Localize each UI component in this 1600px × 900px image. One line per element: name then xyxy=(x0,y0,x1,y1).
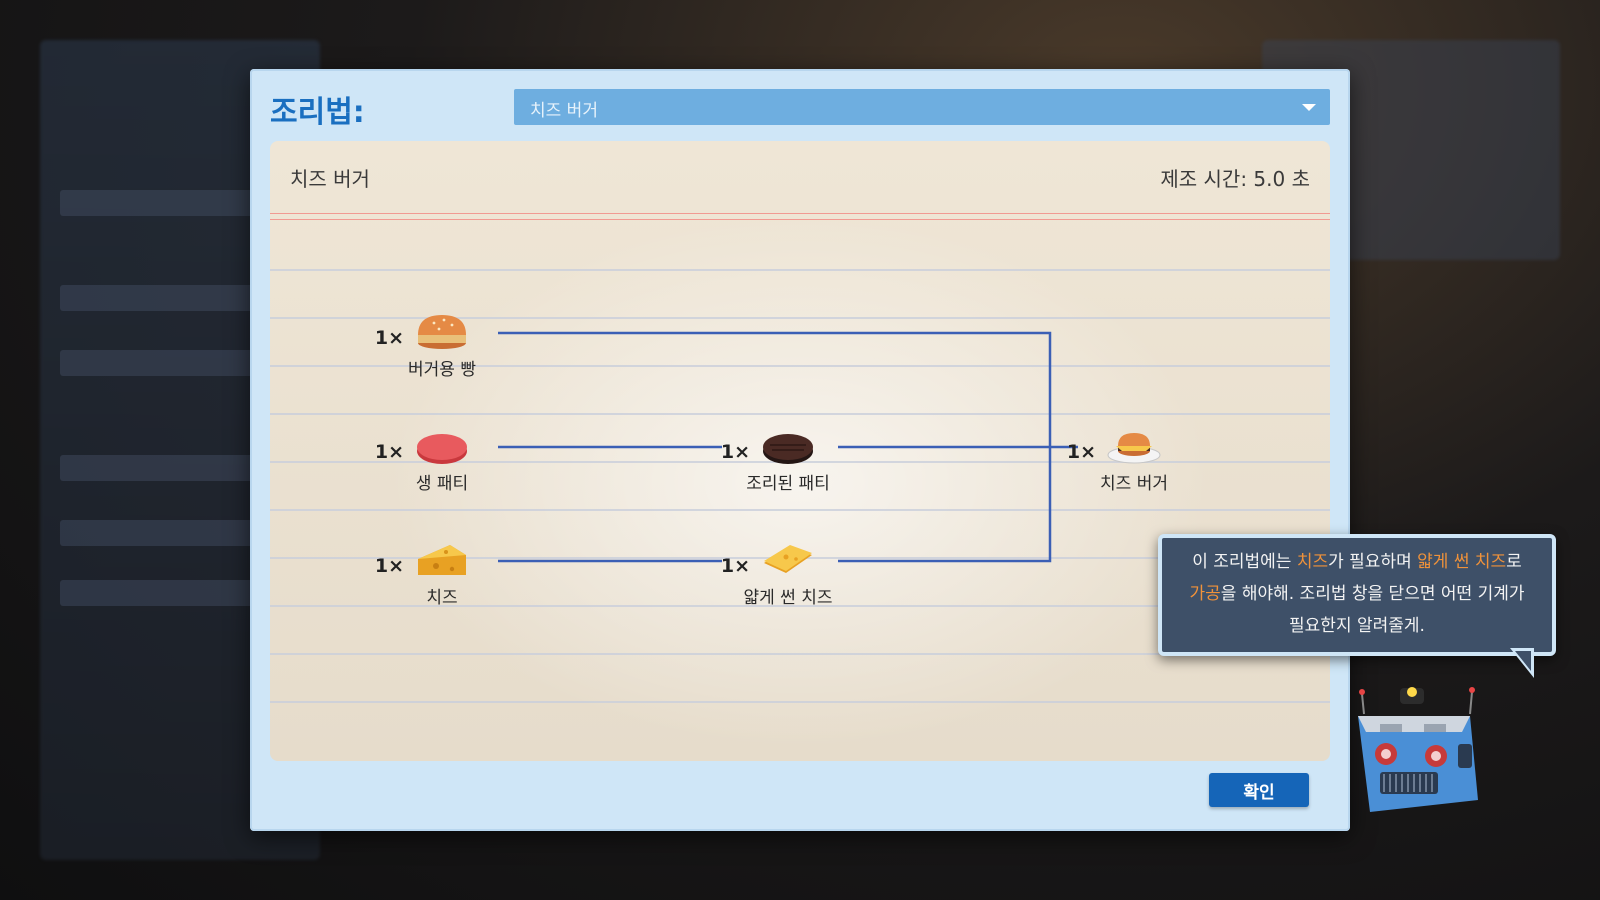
sliced-cheese-icon xyxy=(764,545,812,573)
tutorial-tooltip: 이 조리법에는 치즈가 필요하며 얇게 썬 치즈로 가공을 해야해. 조리법 창… xyxy=(1158,534,1556,656)
background-row xyxy=(60,455,260,481)
ingredient-label: 얇게 썬 치즈 xyxy=(743,588,833,608)
tooltip-text: 로 xyxy=(1506,552,1522,572)
robot-helper-icon xyxy=(1358,687,1478,812)
burger-bun-icon xyxy=(418,315,466,349)
paper-margin-line xyxy=(270,219,1330,220)
recipe-paper: 치즈 버거 제조 시간: 5.0 초 1× 버거용 빵 xyxy=(270,141,1330,761)
tooltip-text: 을 해야해. 조리법 창을 닫으면 어떤 기계가 필요한지 알려줄게. xyxy=(1220,584,1525,636)
ingredient-label: 치즈 xyxy=(426,588,458,608)
background-row xyxy=(60,190,260,216)
paper-rule-line xyxy=(270,605,1330,607)
quantity: 1× xyxy=(374,441,404,463)
recipe-title: 치즈 버거 xyxy=(290,167,370,191)
background-row xyxy=(60,520,260,546)
recipe-dialog: 조리법: 치즈 버거 치즈 버거 제조 시간: 5.0 초 1× xyxy=(250,69,1350,831)
chevron-down-icon xyxy=(1302,104,1316,111)
quantity: 1× xyxy=(720,555,750,577)
raw-patty-icon xyxy=(417,434,467,464)
ingredient-label: 버거용 빵 xyxy=(408,360,476,380)
cheese-wedge-icon xyxy=(418,545,466,575)
quantity: 1× xyxy=(374,327,404,349)
tooltip-text: 이 조리법에는 xyxy=(1192,552,1297,572)
tooltip-text: 가 필요하며 xyxy=(1328,552,1418,572)
background-row xyxy=(60,580,260,606)
recipe-label: 조리법: xyxy=(270,95,365,130)
cheeseburger-icon xyxy=(1107,433,1161,464)
paper-rule-line xyxy=(270,653,1330,655)
recipe-dropdown[interactable]: 치즈 버거 xyxy=(514,89,1330,125)
background-row xyxy=(60,350,260,376)
tooltip-highlight: 얇게 썬 치즈 xyxy=(1417,552,1507,572)
paper-rule-line xyxy=(270,317,1330,319)
ingredient-label: 생 패티 xyxy=(415,474,469,494)
tooltip-highlight: 가공 xyxy=(1189,584,1221,604)
tooltip-tail xyxy=(1515,651,1531,671)
quantity: 1× xyxy=(720,441,750,463)
paper-rule-line xyxy=(270,269,1330,271)
quantity: 1× xyxy=(1066,441,1096,463)
background-row xyxy=(60,285,260,311)
paper-rule-line xyxy=(270,413,1330,415)
tooltip-highlight: 치즈 xyxy=(1296,552,1329,572)
paper-rule-line xyxy=(270,509,1330,511)
recipe-dropdown-value: 치즈 버거 xyxy=(530,101,598,121)
paper-rule-line xyxy=(270,365,1330,367)
result-label: 치즈 버거 xyxy=(1100,474,1168,494)
paper-rule-line xyxy=(270,701,1330,703)
recipe-flow-connectors xyxy=(498,331,1078,563)
ingredient-label: 조리된 패티 xyxy=(746,474,830,494)
paper-margin-line xyxy=(270,213,1330,214)
craft-time: 제조 시간: 5.0 초 xyxy=(1160,167,1310,191)
quantity: 1× xyxy=(374,555,404,577)
confirm-button[interactable]: 확인 xyxy=(1209,773,1309,807)
cooked-patty-icon xyxy=(763,434,813,464)
